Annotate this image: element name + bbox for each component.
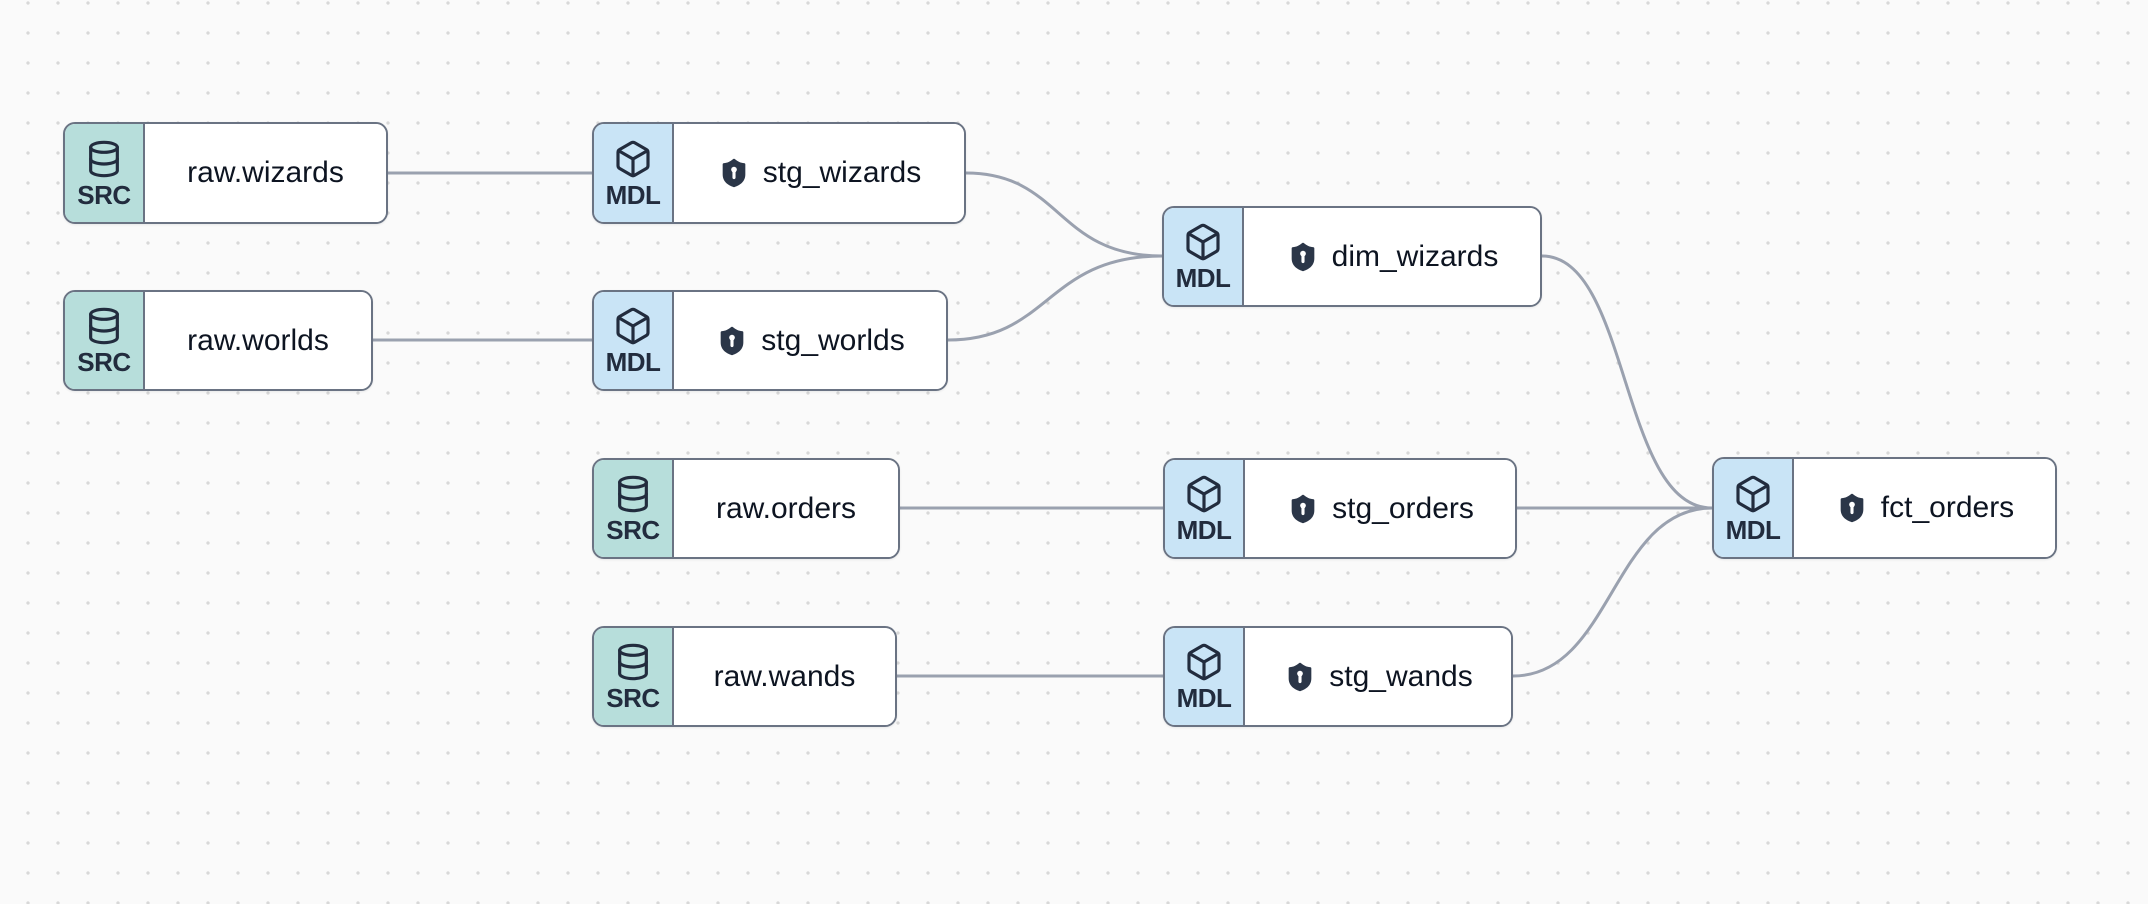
node-label-area: dim_wizards xyxy=(1244,208,1540,305)
edge-stg-wizards-dim-wizards xyxy=(965,171,1163,258)
badge-label: SRC xyxy=(77,347,131,377)
node-label-area: fct_orders xyxy=(1794,459,2055,557)
edge-stg-worlds-dim-wizards xyxy=(947,254,1163,342)
node-label-area: raw.wands xyxy=(674,628,895,725)
node-label: raw.wands xyxy=(713,659,856,693)
shield-lock-icon xyxy=(1286,240,1320,274)
node-label-area: stg_wizards xyxy=(674,124,964,222)
cube-icon xyxy=(613,306,653,346)
node-raw-wands[interactable]: SRC raw.wands xyxy=(592,626,897,727)
node-type-badge: MDL xyxy=(1714,459,1794,557)
node-type-badge: SRC xyxy=(65,124,145,222)
node-label: stg_wizards xyxy=(762,156,922,189)
node-label-area: raw.worlds xyxy=(145,292,371,389)
node-label-area: raw.wizards xyxy=(145,124,386,222)
database-icon xyxy=(84,306,124,346)
node-fct-orders[interactable]: MDL fct_orders xyxy=(1712,457,2057,559)
node-label: stg_worlds xyxy=(761,323,905,357)
node-raw-orders[interactable]: SRC raw.orders xyxy=(592,458,900,559)
node-label-area: stg_orders xyxy=(1245,460,1515,557)
database-icon xyxy=(84,139,124,179)
node-type-badge: SRC xyxy=(594,628,674,725)
database-icon xyxy=(613,474,653,514)
node-type-badge: SRC xyxy=(594,460,674,557)
node-stg-orders[interactable]: MDL stg_orders xyxy=(1163,458,1517,559)
badge-label: MDL xyxy=(1175,263,1231,293)
node-raw-worlds[interactable]: SRC raw.worlds xyxy=(63,290,373,391)
node-type-badge: MDL xyxy=(594,292,674,389)
node-stg-worlds[interactable]: MDL stg_worlds xyxy=(592,290,948,391)
database-icon xyxy=(613,642,653,682)
shield-lock-icon xyxy=(1835,491,1869,525)
badge-label: MDL xyxy=(1176,515,1232,545)
badge-label: SRC xyxy=(606,515,660,545)
shield-lock-icon xyxy=(717,156,751,190)
shield-lock-icon xyxy=(1286,492,1320,526)
node-type-badge: MDL xyxy=(1165,460,1245,557)
badge-label: MDL xyxy=(605,179,661,210)
shield-lock-icon xyxy=(1283,660,1317,694)
node-label-area: stg_wands xyxy=(1245,628,1511,725)
node-type-badge: MDL xyxy=(1165,628,1245,725)
shield-lock-icon xyxy=(715,324,749,358)
edge-dim-wizards-fct-orders xyxy=(1541,254,1713,510)
node-stg-wizards[interactable]: MDL stg_wizards xyxy=(592,122,966,224)
node-label: fct_orders xyxy=(1880,491,2015,524)
cube-icon xyxy=(613,139,653,179)
node-label: raw.orders xyxy=(715,491,857,525)
cube-icon xyxy=(1733,474,1773,514)
node-dim-wizards[interactable]: MDL dim_wizards xyxy=(1162,206,1542,307)
node-label: raw.worlds xyxy=(187,323,329,357)
node-label-area: raw.orders xyxy=(674,460,898,557)
node-label: dim_wizards xyxy=(1331,239,1499,273)
cube-icon xyxy=(1184,474,1224,514)
node-raw-wizards[interactable]: SRC raw.wizards xyxy=(63,122,388,224)
badge-label: MDL xyxy=(605,347,661,377)
node-label: stg_wands xyxy=(1329,659,1473,693)
node-label-area: stg_worlds xyxy=(674,292,946,389)
badge-label: SRC xyxy=(606,683,660,713)
node-type-badge: MDL xyxy=(594,124,674,222)
cube-icon xyxy=(1183,222,1223,262)
badge-label: MDL xyxy=(1176,683,1232,713)
badge-label: SRC xyxy=(77,179,131,210)
cube-icon xyxy=(1184,642,1224,682)
node-label: stg_orders xyxy=(1332,491,1474,525)
node-type-badge: MDL xyxy=(1164,208,1244,305)
node-stg-wands[interactable]: MDL stg_wands xyxy=(1163,626,1513,727)
node-label: raw.wizards xyxy=(187,156,344,189)
badge-label: MDL xyxy=(1725,514,1781,545)
node-type-badge: SRC xyxy=(65,292,145,389)
edge-stg-wands-fct-orders xyxy=(1512,506,1713,678)
